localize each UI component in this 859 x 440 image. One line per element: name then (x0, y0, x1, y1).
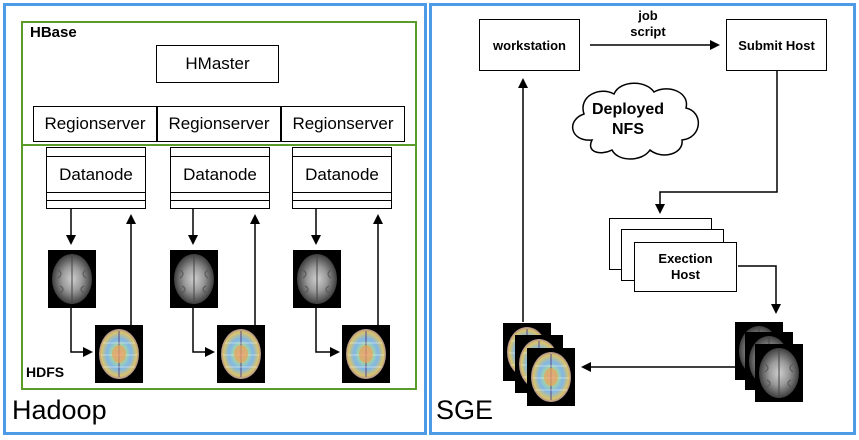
datanode-label: Datanode (47, 157, 145, 193)
submit-host-box: Submit Host (726, 19, 827, 71)
regionserver-box-1: Regionserver (33, 106, 157, 142)
regionserver-box-2: Regionserver (157, 106, 281, 142)
hdfs-label: HDFS (26, 364, 65, 380)
datanode-label: Datanode (171, 157, 269, 193)
datanode-1: Datanode (46, 147, 146, 209)
hadoop-panel (3, 3, 427, 435)
nfs-label: Deployed NFS (591, 101, 664, 138)
hbase-label: HBase (30, 24, 77, 41)
sge-panel (429, 3, 856, 435)
hadoop-title: Hadoop (12, 395, 107, 425)
workstation-box: workstation (479, 19, 580, 71)
datanode-label: Datanode (293, 157, 391, 193)
job-script-label: job script (630, 8, 666, 39)
hmaster-box: HMaster (156, 45, 279, 83)
datanode-3: Datanode (292, 147, 392, 209)
regionserver-box-3: Regionserver (281, 106, 405, 142)
exec-host-box: Exection Host (634, 242, 737, 292)
sge-title: SGE (436, 395, 494, 425)
datanode-2: Datanode (170, 147, 270, 209)
hdfs-container (21, 144, 417, 390)
